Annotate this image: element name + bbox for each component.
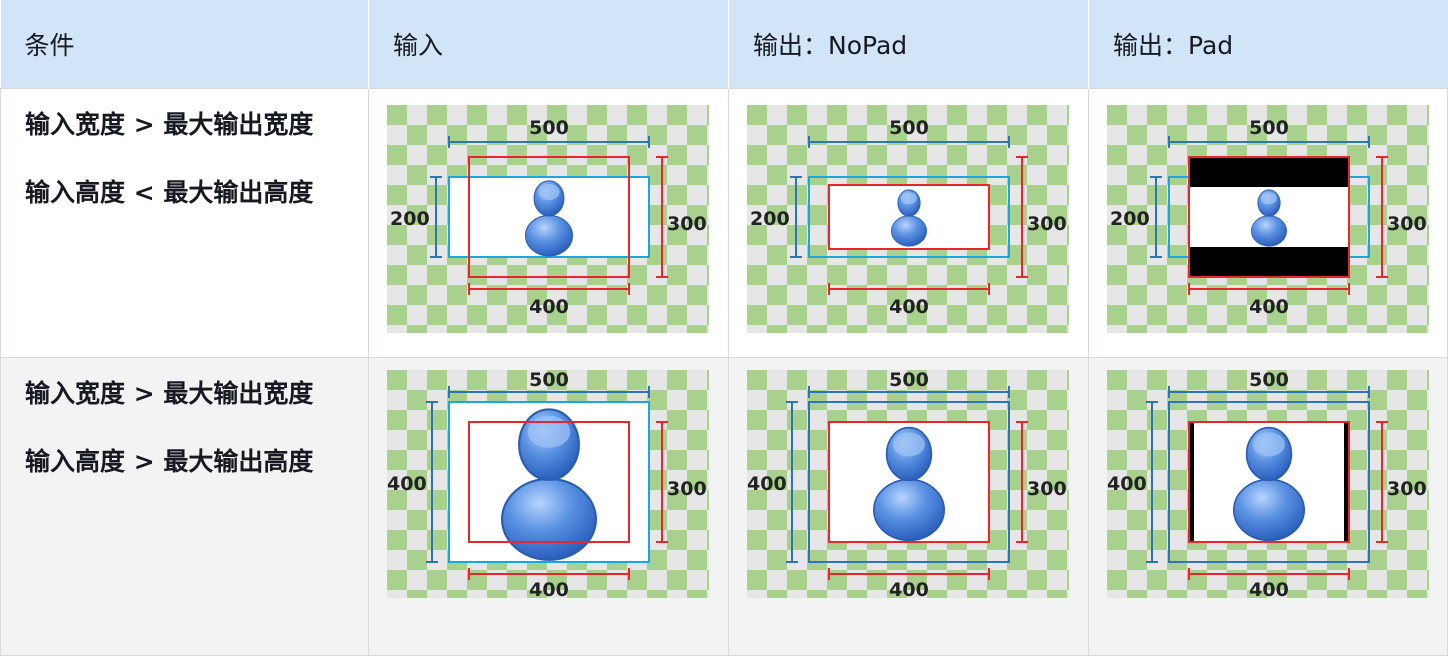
dim-label-top: 500: [889, 370, 929, 391]
table-row: 输入宽度 > 最大输出宽度 输入高度 > 最大输出高度: [0, 357, 1448, 656]
output-nopad-diagram: 500 200 300 400: [747, 105, 1069, 333]
dim-label-right: 300: [1387, 213, 1427, 235]
input-diagram: 500 200 300 400: [387, 105, 709, 333]
output-nopad-diagram: 500 400 300 400: [747, 370, 1069, 598]
dim-label-right: 300: [1387, 478, 1427, 500]
dim-label-top: 500: [889, 117, 929, 139]
dim-label-left: 200: [750, 208, 790, 230]
dim-label-top: 500: [1249, 370, 1289, 391]
condition-width-text: 输入宽度 > 最大输出宽度: [25, 379, 314, 408]
dim-label-left: 400: [747, 473, 787, 495]
table-header-row: 条件 输入 输出：NoPad 输出：Pad: [0, 0, 1448, 89]
dim-label-bottom: 400: [889, 579, 929, 598]
output-pad-diagram: 500 200 300 400: [1107, 105, 1429, 333]
dim-label-bottom: 400: [529, 579, 569, 598]
condition-cell: 输入宽度 > 最大输出宽度 输入高度 < 最大输出高度: [0, 88, 369, 358]
condition-height-text: 输入高度 > 最大输出高度: [25, 447, 314, 476]
header-output-nopad: 输出：NoPad: [728, 0, 1089, 89]
table-row: 输入宽度 > 最大输出宽度 输入高度 < 最大输出高度: [0, 88, 1448, 358]
output-pad-cell: 500 400 300 400: [1088, 357, 1448, 656]
dim-label-right: 300: [1027, 478, 1067, 500]
dim-label-top: 500: [1249, 117, 1289, 139]
dim-label-left: 200: [390, 208, 430, 230]
dim-label-left: 200: [1110, 208, 1150, 230]
condition-height-text: 输入高度 < 最大输出高度: [25, 178, 314, 207]
dim-label-right: 300: [1027, 213, 1067, 235]
input-cell: 500 400 300 400: [368, 357, 729, 656]
output-pad-cell: 500 200 300 400: [1088, 88, 1448, 358]
dim-label-bottom: 400: [889, 296, 929, 318]
condition-cell: 输入宽度 > 最大输出宽度 输入高度 > 最大输出高度: [0, 357, 369, 656]
dim-label-top: 500: [529, 370, 569, 391]
output-pad-diagram: 500 400 300 400: [1107, 370, 1429, 598]
header-input: 输入: [368, 0, 729, 89]
dim-label-top: 500: [529, 117, 569, 139]
input-diagram: 500 400 300 400: [387, 370, 709, 598]
dim-label-bottom: 400: [1249, 296, 1289, 318]
dim-label-left: 400: [1107, 473, 1147, 495]
condition-width-text: 输入宽度 > 最大输出宽度: [25, 110, 314, 139]
dim-label-right: 300: [667, 213, 707, 235]
header-output-pad: 输出：Pad: [1088, 0, 1448, 89]
dim-label-left: 400: [387, 473, 427, 495]
dim-label-bottom: 400: [1249, 579, 1289, 598]
dim-label-right: 300: [667, 478, 707, 500]
header-condition: 条件: [0, 0, 369, 89]
input-cell: 500 200 300 400: [368, 88, 729, 358]
dim-label-bottom: 400: [529, 296, 569, 318]
output-nopad-cell: 500 200 300 400: [728, 88, 1089, 358]
output-nopad-cell: 500 400 300 400: [728, 357, 1089, 656]
